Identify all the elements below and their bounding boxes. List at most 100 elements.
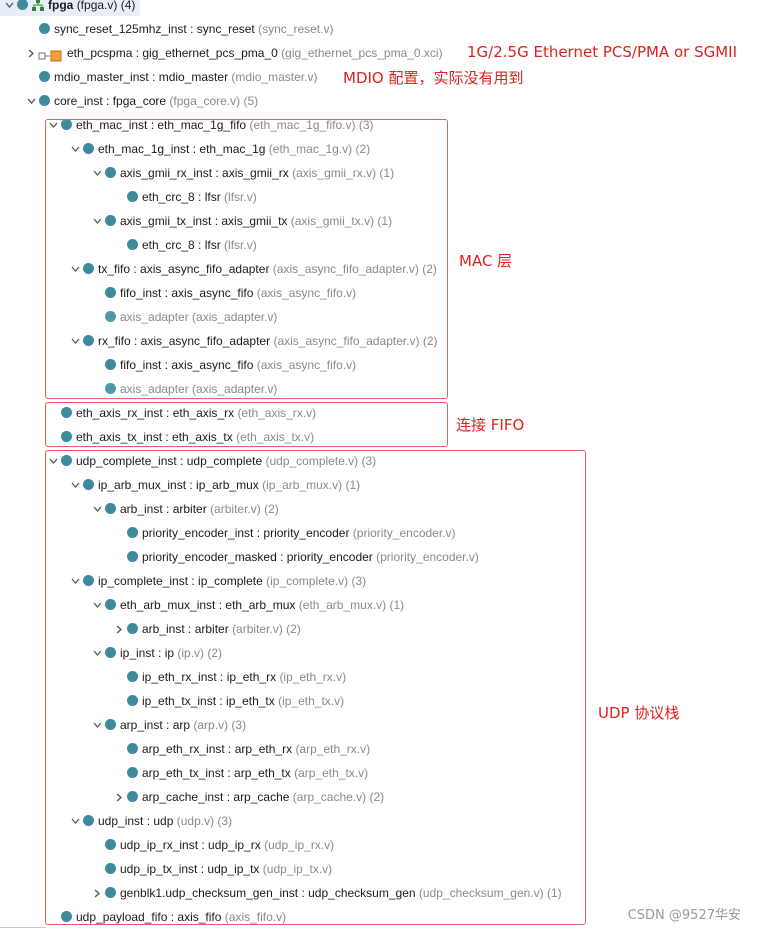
tree-row[interactable]: core_inst : fpga_core (fpga_core.v) (5) — [0, 90, 740, 112]
tree-row[interactable]: genblk1.udp_checksum_gen_inst : udp_chec… — [0, 882, 740, 904]
udp-annotation: UDP 协议栈 — [598, 704, 680, 722]
module-instance-name: mdio_master_inst : mdio_master — [54, 70, 229, 84]
tree-row[interactable]: ip_complete_inst : ip_complete (ip_compl… — [0, 570, 740, 592]
chevron-down-icon[interactable] — [3, 0, 15, 16]
tree-row-label: udp_ip_rx_inst : udp_ip_rx (udp_ip_rx.v) — [120, 834, 334, 856]
tree-row[interactable]: eth_mac_1g_inst : eth_mac_1g (eth_mac_1g… — [0, 138, 740, 160]
chevron-down-icon[interactable] — [69, 570, 81, 592]
tree-row[interactable]: udp_payload_fifo : axis_fifo (axis_fifo.… — [0, 906, 740, 928]
tree-row[interactable]: eth_mac_inst : eth_mac_1g_fifo (eth_mac_… — [0, 114, 740, 136]
module-source-file: (eth_arb_mux.v) (1) — [298, 598, 405, 612]
tree-row[interactable]: udp_inst : udp (udp.v) (3) — [0, 810, 740, 832]
tree-row[interactable]: arb_inst : arbiter (arbiter.v) (2) — [0, 618, 740, 640]
module-source-file: (ip_complete.v) (3) — [266, 574, 367, 588]
tree-row-label: udp_ip_tx_inst : udp_ip_tx (udp_ip_tx.v) — [120, 858, 332, 880]
module-source-file: (eth_mac_1g_fifo.v) (3) — [249, 118, 374, 132]
module-source-file: (mdio_master.v) — [231, 70, 318, 84]
tree-row[interactable]: arp_inst : arp (arp.v) (3) — [0, 714, 740, 736]
tree-row[interactable]: axis_adapter (axis_adapter.v) — [0, 306, 740, 328]
tree-row[interactable]: ip_inst : ip (ip.v) (2) — [0, 642, 740, 664]
chevron-down-icon[interactable] — [91, 642, 103, 664]
chevron-down-icon[interactable] — [91, 498, 103, 520]
chevron-down-icon[interactable] — [69, 810, 81, 832]
module-instance-name: arp_cache_inst : arp_cache — [142, 790, 290, 804]
tree-row[interactable]: axis_adapter (axis_adapter.v) — [0, 378, 740, 400]
tree-row[interactable]: priority_encoder_inst : priority_encoder… — [0, 522, 740, 544]
tree-row[interactable]: arp_eth_tx_inst : arp_eth_tx (arp_eth_tx… — [0, 762, 740, 784]
tree-row[interactable]: udp_ip_tx_inst : udp_ip_tx (udp_ip_tx.v) — [0, 858, 740, 880]
module-instance-name: tx_fifo : axis_async_fifo_adapter — [98, 262, 270, 276]
tree-row[interactable]: fifo_inst : axis_async_fifo (axis_async_… — [0, 354, 740, 376]
chevron-down-icon[interactable] — [91, 162, 103, 184]
tree-row[interactable]: eth_crc_8 : lfsr (lfsr.v) — [0, 186, 740, 208]
chevron-down-icon[interactable] — [69, 258, 81, 280]
module-node-icon — [61, 431, 72, 442]
tree-row[interactable]: eth_pcspma : gig_ethernet_pcs_pma_0 (gig… — [0, 42, 740, 64]
module-node-icon — [39, 23, 50, 34]
module-instance-name: fpga — [48, 0, 74, 12]
module-node-icon — [127, 671, 138, 682]
tree-row[interactable]: eth_axis_rx_inst : eth_axis_rx (eth_axis… — [0, 402, 740, 424]
tree-row[interactable]: arb_inst : arbiter (arbiter.v) (2) — [0, 498, 740, 520]
module-source-file: (arbiter.v) (2) — [210, 502, 279, 516]
tree-root[interactable]: fpga (fpga.v) (4) — [0, 0, 140, 16]
module-source-file: (udp_ip_tx.v) — [262, 862, 333, 876]
tree-row-label: arp_cache_inst : arp_cache (arp_cache.v)… — [142, 786, 384, 808]
tree-row[interactable]: axis_gmii_tx_inst : axis_gmii_tx (axis_g… — [0, 210, 740, 232]
tree-row[interactable]: ip_arb_mux_inst : ip_arb_mux (ip_arb_mux… — [0, 474, 740, 496]
module-node-icon — [61, 407, 72, 418]
module-source-file: (arbiter.v) (2) — [232, 622, 301, 636]
module-node-icon — [105, 719, 116, 730]
module-source-file: (axis_fifo.v) — [224, 910, 287, 924]
module-instance-name: eth_mac_1g_inst : eth_mac_1g — [98, 142, 266, 156]
module-instance-name: arp_eth_tx_inst : arp_eth_tx — [142, 766, 291, 780]
module-source-file: (fpga_core.v) (5) — [169, 94, 259, 108]
tree-row[interactable]: axis_gmii_rx_inst : axis_gmii_rx (axis_g… — [0, 162, 740, 184]
chevron-down-icon[interactable] — [47, 114, 59, 136]
tree-row[interactable]: udp_complete_inst : udp_complete (udp_co… — [0, 450, 740, 472]
chevron-right-icon[interactable] — [91, 882, 103, 904]
chevron-down-icon[interactable] — [47, 450, 59, 472]
tree-row[interactable]: sync_reset_125mhz_inst : sync_reset (syn… — [0, 18, 740, 40]
tree-row[interactable]: eth_crc_8 : lfsr (lfsr.v) — [0, 234, 740, 256]
chevron-down-icon[interactable] — [91, 594, 103, 616]
tree-row[interactable]: arp_eth_rx_inst : arp_eth_rx (arp_eth_rx… — [0, 738, 740, 760]
tree-row[interactable]: arp_cache_inst : arp_cache (arp_cache.v)… — [0, 786, 740, 808]
tree-row[interactable]: fifo_inst : axis_async_fifo (axis_async_… — [0, 282, 740, 304]
tree-row[interactable]: eth_axis_tx_inst : eth_axis_tx (eth_axis… — [0, 426, 740, 448]
module-source-file: (lfsr.v) — [224, 238, 257, 252]
chevron-down-icon[interactable] — [69, 138, 81, 160]
module-source-file: (arp_eth_tx.v) — [294, 766, 369, 780]
tree-row[interactable]: tx_fifo : axis_async_fifo_adapter (axis_… — [0, 258, 740, 280]
tree-row[interactable]: rx_fifo : axis_async_fifo_adapter (axis_… — [0, 330, 740, 352]
tree-row-label: eth_crc_8 : lfsr (lfsr.v) — [142, 234, 257, 256]
chevron-down-icon[interactable] — [91, 210, 103, 232]
tree-row[interactable]: eth_arb_mux_inst : eth_arb_mux (eth_arb_… — [0, 594, 740, 616]
mac-layer-box — [45, 119, 448, 399]
module-node-icon — [127, 791, 138, 802]
tree-row[interactable]: udp_ip_rx_inst : udp_ip_rx (udp_ip_rx.v) — [0, 834, 740, 856]
module-node-icon — [61, 911, 72, 922]
module-instance-name: arp_inst : arp — [120, 718, 191, 732]
tree-row[interactable]: mdio_master_inst : mdio_master (mdio_mas… — [0, 66, 740, 88]
module-node-icon — [83, 335, 94, 346]
chevron-down-icon[interactable] — [69, 330, 81, 352]
chevron-right-icon[interactable] — [113, 786, 125, 808]
chevron-down-icon[interactable] — [69, 474, 81, 496]
tree-row[interactable]: priority_encoder_masked : priority_encod… — [0, 546, 740, 568]
tree-row-label: eth_axis_tx_inst : eth_axis_tx (eth_axis… — [76, 426, 314, 448]
chevron-right-icon[interactable] — [25, 42, 37, 64]
module-node-icon — [83, 479, 94, 490]
chevron-down-icon[interactable] — [25, 90, 37, 112]
chevron-down-icon[interactable] — [91, 714, 103, 736]
tree-row-label: priority_encoder_masked : priority_encod… — [142, 546, 479, 568]
tree-row[interactable]: ip_eth_rx_inst : ip_eth_rx (ip_eth_rx.v) — [0, 666, 740, 688]
tree-row[interactable]: ip_eth_tx_inst : ip_eth_tx (ip_eth_tx.v) — [0, 690, 740, 712]
module-source-file: (gig_ethernet_pcs_pma_0.xci) — [281, 46, 443, 60]
module-source-file: (fpga.v) (4) — [76, 0, 136, 12]
tree-row-label: ip_eth_rx_inst : ip_eth_rx (ip_eth_rx.v) — [142, 666, 346, 688]
tree-row-label: fifo_inst : axis_async_fifo (axis_async_… — [120, 354, 356, 376]
module-instance-name: udp_ip_rx_inst : udp_ip_rx — [120, 838, 261, 852]
chevron-right-icon[interactable] — [113, 618, 125, 640]
module-instance-name: eth_crc_8 : lfsr — [142, 190, 221, 204]
